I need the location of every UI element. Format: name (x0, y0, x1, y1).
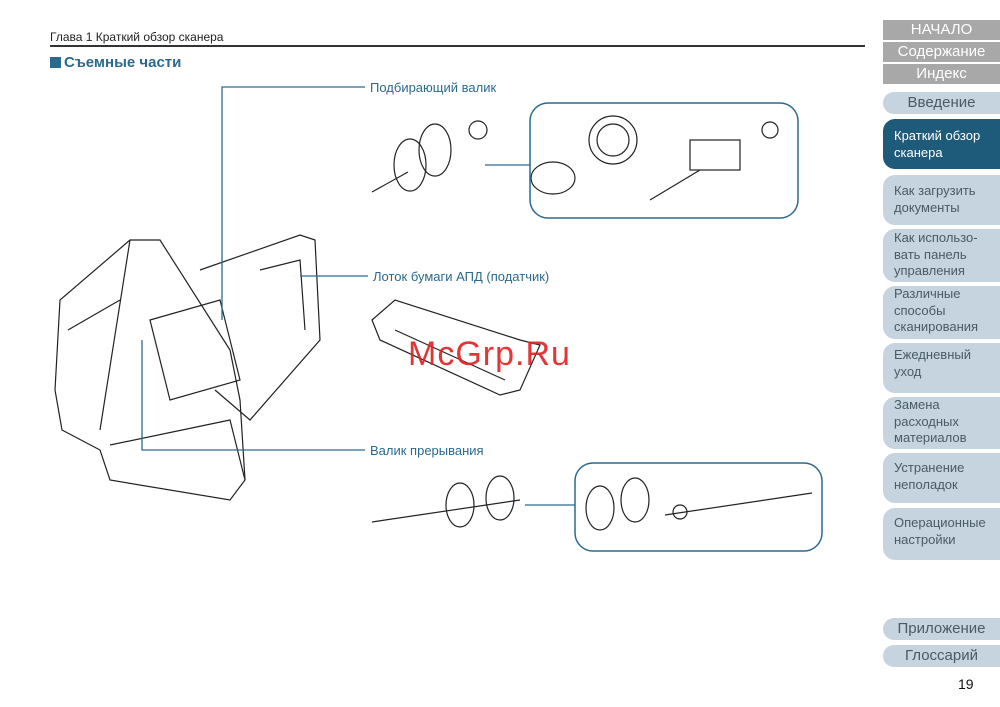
nav-tab-load-documents[interactable]: Как загрузить документы (883, 175, 1000, 225)
brake-roller-detail-box (574, 462, 823, 552)
page-number: 19 (958, 676, 974, 692)
nav-tab-appendix[interactable]: Приложение (883, 618, 1000, 640)
section-title: Съемные части (50, 54, 181, 71)
square-bullet-icon (50, 57, 61, 68)
adf-tray-drawing (371, 299, 541, 396)
nav-contents-button[interactable]: Содержание (883, 42, 1000, 62)
pick-roller-drawing (371, 115, 779, 201)
brake-roller-drawing (371, 475, 813, 531)
nav-tab-daily-care[interactable]: Ежедневный уход (883, 343, 1000, 393)
nav-tab-operator-panel[interactable]: Как использо- вать панель управления (883, 229, 1000, 282)
pick-roller-leader (221, 86, 365, 320)
nav-tab-scanning-methods[interactable]: Различные способы сканирования (883, 286, 1000, 339)
nav-tab-scanner-overview[interactable]: Краткий обзор сканера (883, 119, 1000, 169)
callout-brake-roller: Валик прерывания (370, 443, 484, 458)
scanner-drawing (54, 234, 321, 501)
callout-pick-roller: Подбирающий валик (370, 80, 497, 95)
nav-tab-replacing-consumables[interactable]: Замена расходных материалов (883, 397, 1000, 449)
nav-tab-introduction[interactable]: Введение (883, 92, 1000, 114)
pick-roller-detail-box (529, 102, 799, 219)
callout-adf-tray: Лоток бумаги АПД (податчик) (373, 269, 550, 284)
section-title-text: Съемные части (64, 54, 182, 71)
watermark: McGrp.Ru (408, 335, 571, 373)
nav-tab-troubleshooting[interactable]: Устранение неполадок (883, 453, 1000, 503)
nav-start-button[interactable]: НАЧАЛО (883, 20, 1000, 40)
brake-roller-leader (141, 340, 365, 451)
nav-index-button[interactable]: Индекс (883, 64, 1000, 84)
chapter-header: Глава 1 Краткий обзор сканера (50, 30, 224, 44)
header-divider (50, 45, 865, 47)
nav-tab-operational-settings[interactable]: Операционные настройки (883, 508, 1000, 560)
nav-tab-glossary[interactable]: Глоссарий (883, 645, 1000, 667)
